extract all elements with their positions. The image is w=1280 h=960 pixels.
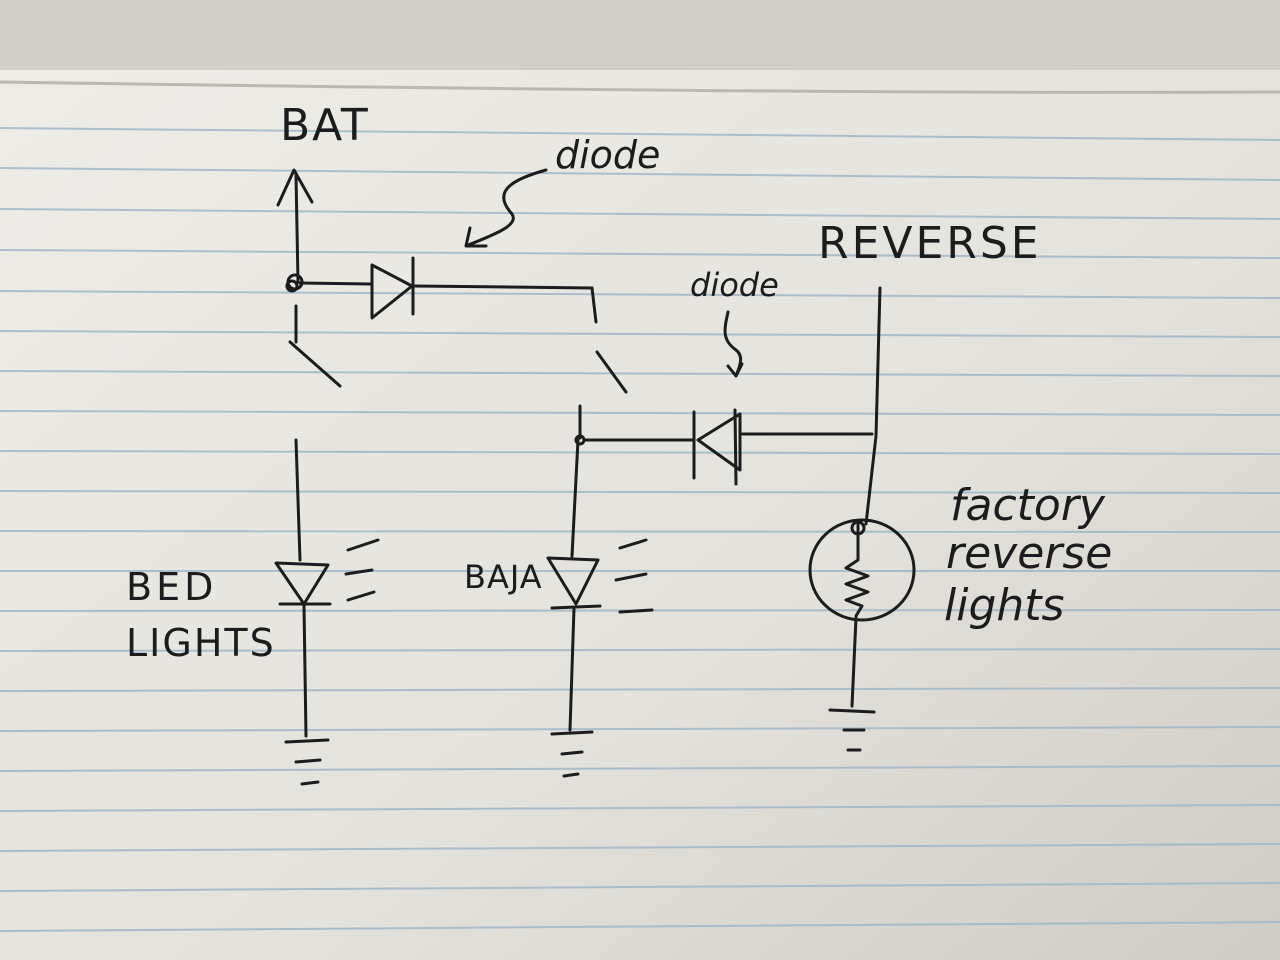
baja-ground-wire: [568, 606, 576, 732]
top-wire: [298, 281, 598, 324]
ruled-lines: [0, 127, 1280, 932]
battery-label: BAT: [280, 100, 370, 151]
reverse-down-wire: [864, 434, 878, 526]
factory-lights-ground-symbol: [828, 708, 876, 752]
left-switch: [288, 304, 342, 388]
baja-led-symbol: [546, 538, 654, 614]
middle-diode-label: diode: [690, 266, 779, 304]
reverse-wire: [874, 286, 882, 438]
baja-ground-symbol: [550, 730, 594, 778]
factory-reverse-lights-lamp-symbol: [808, 518, 916, 622]
baja-wire: [570, 438, 580, 558]
middle-diode-pointer-arrow: [723, 310, 744, 378]
middle-switch: [595, 350, 628, 394]
bed-lights-led-symbol: [274, 538, 380, 606]
bed-lights-ground-symbol: [284, 738, 330, 786]
top-diode-label: diode: [555, 133, 660, 177]
factory-lights-ground-wire: [850, 616, 858, 708]
factory-lights-label-line3: lights: [944, 580, 1064, 631]
bed-lights-ground-wire: [302, 604, 308, 738]
bed-lights-label-line1: BED: [126, 565, 217, 609]
factory-lights-label-line2: reverse: [946, 528, 1112, 579]
paper-fold: [0, 80, 1280, 94]
top-diode-pointer-arrow: [464, 168, 548, 248]
middle-diode-symbol: [692, 408, 742, 486]
baja-label: BAJA: [464, 558, 543, 596]
battery-arrow: [276, 168, 314, 284]
bed-lights-label-line2: LIGHTS: [126, 621, 276, 665]
reverse-label: REVERSE: [818, 218, 1042, 269]
paper-top-edge: [0, 0, 1280, 70]
bed-lights-wire: [294, 438, 302, 562]
top-diode-symbol: [370, 256, 415, 320]
factory-lights-label-line1: factory: [950, 480, 1106, 531]
